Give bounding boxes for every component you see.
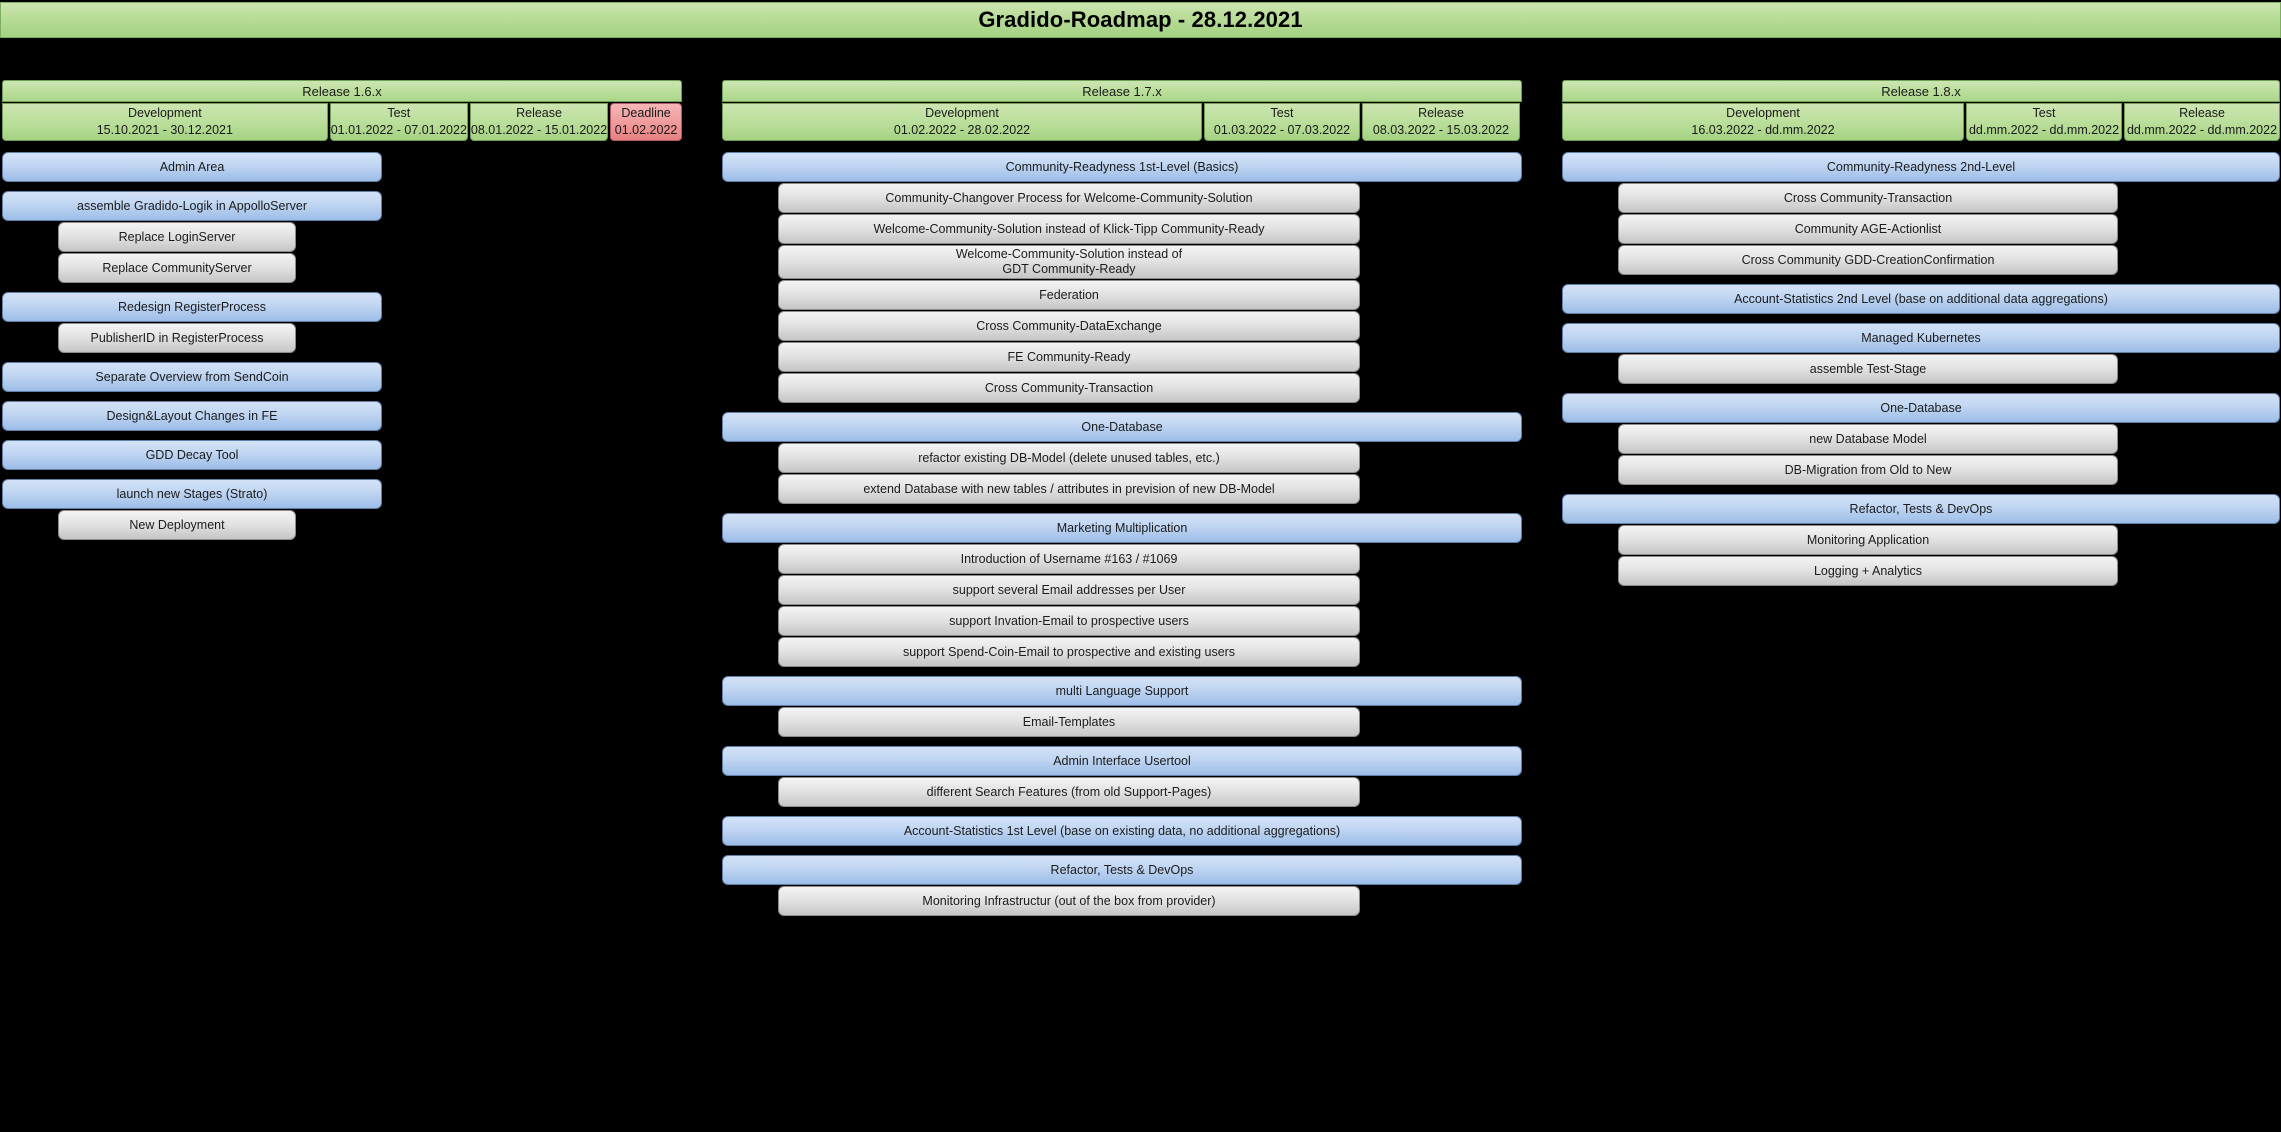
phase-dates: 08.03.2022 - 15.03.2022 [1372,123,1510,137]
sub-task[interactable]: support Spend-Coin-Email to prospective … [778,637,1360,667]
sub-task[interactable]: assemble Test-Stage [1618,354,2118,384]
phase-release: Release dd.mm.2022 - dd.mm.2022 [2124,103,2280,141]
epic-task[interactable]: assemble Gradido-Logik in AppolloServer [2,191,382,221]
sub-task[interactable]: support several Email addresses per User [778,575,1360,605]
sub-task[interactable]: Cross Community-DataExchange [778,311,1360,341]
page-title: Gradido-Roadmap - 28.12.2021 [978,7,1303,32]
phase-release: Release 08.03.2022 - 15.03.2022 [1362,103,1520,141]
epic-task[interactable]: Admin Area [2,152,382,182]
phase-name: Development [128,106,202,121]
phase-release: Release 08.01.2022 - 15.01.2022 [469,103,609,141]
release-header-0: Release 1.6.x [2,80,682,102]
phase-name: Development [1726,106,1800,121]
phase-test: Test 01.01.2022 - 07.01.2022 [329,103,468,141]
phase-name: Release [2179,106,2225,121]
phase-development: Development 15.10.2021 - 30.12.2021 [2,103,328,141]
sub-task[interactable]: Email-Templates [778,707,1360,737]
phase-development: Development 16.03.2022 - dd.mm.2022 [1562,103,1964,141]
sub-task[interactable]: Cross Community GDD-CreationConfirmation [1618,245,2118,275]
sub-task[interactable]: Monitoring Application [1618,525,2118,555]
phase-dates: 15.10.2021 - 30.12.2021 [96,123,233,137]
sub-task[interactable]: Community AGE-Actionlist [1618,214,2118,244]
release-header-1: Release 1.7.x [722,80,1522,102]
epic-task[interactable]: multi Language Support [722,676,1522,706]
phase-row-2: Development 16.03.2022 - dd.mm.2022 Test dd… [1562,103,2280,141]
sub-task[interactable]: Cross Community-Transaction [1618,183,2118,213]
phase-test: Test 01.03.2022 - 07.03.2022 [1204,103,1360,141]
phase-name: Test [2032,106,2056,121]
phase-dates: dd.mm.2022 - dd.mm.2022 [2126,123,2278,137]
phase-test: Test dd.mm.2022 - dd.mm.2022 [1966,103,2122,141]
sub-task[interactable]: Welcome-Community-Solution instead of Kl… [778,214,1360,244]
phase-name: Development [925,106,999,121]
epic-task[interactable]: Account-Statistics 1st Level (base on ex… [722,816,1522,846]
epic-task[interactable]: Marketing Multiplication [722,513,1522,543]
sub-task[interactable]: FE Community-Ready [778,342,1360,372]
phase-name: Release [516,106,562,121]
sub-task[interactable]: Replace LoginServer [58,222,296,252]
sub-task[interactable]: Cross Community-Transaction [778,373,1360,403]
sub-task[interactable]: refactor existing DB-Model (delete unuse… [778,443,1360,473]
phase-name: Test [1270,106,1294,121]
phase-row-1: Development 01.02.2022 - 28.02.2022 Test 01… [722,103,1522,141]
task-list-1: Community-Readyness 1st-Level (Basics)Co… [722,152,1522,916]
sub-task[interactable]: Community-Changover Process for Welcome-… [778,183,1360,213]
epic-task[interactable]: Separate Overview from SendCoin [2,362,382,392]
sub-task[interactable]: PublisherID in RegisterProcess [58,323,296,353]
sub-task[interactable]: different Search Features (from old Supp… [778,777,1360,807]
phase-dates: 01.02.2022 [614,123,678,137]
epic-task[interactable]: Redesign RegisterProcess [2,292,382,322]
phase-dates: 01.02.2022 - 28.02.2022 [893,123,1031,137]
page-title-bar: Gradido-Roadmap - 28.12.2021 [0,2,2281,38]
phase-dates: 01.01.2022 - 07.01.2022 [330,123,467,137]
phase-name: Deadline [621,106,671,121]
epic-task[interactable]: Design&Layout Changes in FE [2,401,382,431]
release-title: Release 1.7.x [1082,83,1162,99]
phase-development: Development 01.02.2022 - 28.02.2022 [722,103,1202,141]
phase-name: Test [387,106,411,121]
epic-task[interactable]: Community-Readyness 2nd-Level [1562,152,2280,182]
epic-task[interactable]: GDD Decay Tool [2,440,382,470]
epic-task[interactable]: Admin Interface Usertool [722,746,1522,776]
sub-task[interactable]: support Invation-Email to prospective us… [778,606,1360,636]
phase-deadline: Deadline 01.02.2022 [610,103,682,141]
phase-dates: dd.mm.2022 - dd.mm.2022 [1968,123,2120,137]
release-header-2: Release 1.8.x [1562,80,2280,102]
sub-task[interactable]: Replace CommunityServer [58,253,296,283]
release-title: Release 1.6.x [302,83,382,99]
sub-task[interactable]: Federation [778,280,1360,310]
phase-name: Release [1418,106,1464,121]
sub-task[interactable]: Introduction of Username #163 / #1069 [778,544,1360,574]
epic-task[interactable]: Refactor, Tests & DevOps [722,855,1522,885]
epic-task[interactable]: Account-Statistics 2nd Level (base on ad… [1562,284,2280,314]
epic-task[interactable]: launch new Stages (Strato) [2,479,382,509]
phase-row-0: Development 15.10.2021 - 30.12.2021 Test 01… [2,103,682,141]
task-list-0: Admin Area assemble Gradido-Logik in Appo… [2,152,682,540]
sub-task[interactable]: Logging + Analytics [1618,556,2118,586]
epic-task[interactable]: One-Database [722,412,1522,442]
phase-dates: 08.01.2022 - 15.01.2022 [470,123,608,137]
epic-task[interactable]: Refactor, Tests & DevOps [1562,494,2280,524]
release-title: Release 1.8.x [1881,83,1961,99]
sub-task[interactable]: DB-Migration from Old to New [1618,455,2118,485]
epic-task[interactable]: One-Database [1562,393,2280,423]
phase-dates: 16.03.2022 - dd.mm.2022 [1691,123,1835,137]
sub-task[interactable]: extend Database with new tables / attrib… [778,474,1360,504]
sub-task[interactable]: New Deployment [58,510,296,540]
epic-task[interactable]: Managed Kubernetes [1562,323,2280,353]
phase-dates: 01.03.2022 - 07.03.2022 [1213,123,1351,137]
sub-task[interactable]: Welcome-Community-Solution instead of GD… [778,245,1360,279]
epic-task[interactable]: Community-Readyness 1st-Level (Basics) [722,152,1522,182]
sub-task[interactable]: new Database Model [1618,424,2118,454]
sub-task[interactable]: Monitoring Infrastructur (out of the box… [778,886,1360,916]
